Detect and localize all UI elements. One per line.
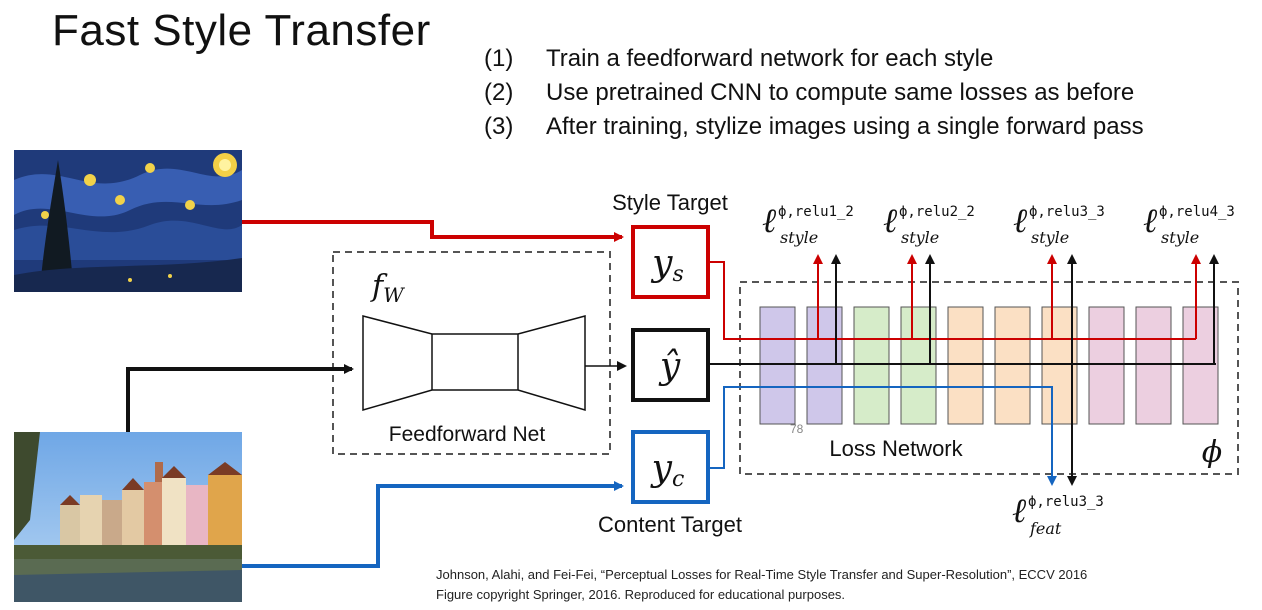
- yhat-symbol: ŷ: [658, 346, 681, 387]
- svg-text:feat: feat: [1029, 519, 1062, 538]
- svg-text:ℓ: ℓ: [1143, 201, 1157, 241]
- ys-box: [631, 225, 710, 299]
- bullet-item: (2) Use pretrained CNN to compute same l…: [484, 76, 1144, 110]
- loss-network-box: [739, 281, 1239, 475]
- style-loss-label: ℓ ϕ,relu3_3 style: [1013, 201, 1105, 247]
- bullet-text: Use pretrained CNN to compute same losse…: [546, 79, 1135, 106]
- yc-symbol: yc: [650, 448, 685, 492]
- style-loss-label: ℓ ϕ,relu1_2 style: [762, 201, 854, 247]
- svg-text:ϕ,relu1_2: ϕ,relu1_2: [778, 204, 854, 220]
- content-to-net-arrow: [126, 364, 354, 432]
- svg-text:ℓ: ℓ: [762, 201, 776, 241]
- svg-text:style: style: [901, 228, 939, 247]
- style-input-arrow: [242, 220, 624, 242]
- citation: Johnson, Alahi, and Fei-Fei, “Perceptual…: [436, 565, 1087, 605]
- slide-title: Fast Style Transfer: [52, 6, 431, 55]
- bullet-item: (1) Train a feedforward network for each…: [484, 42, 1144, 76]
- page-number-mark: 78: [790, 422, 804, 436]
- loss-network-layers: [759, 306, 1219, 425]
- svg-text:ℓ: ℓ: [1012, 491, 1026, 531]
- fw-symbol: fW: [370, 269, 405, 307]
- citation-line: Johnson, Alahi, and Fei-Fei, “Perceptual…: [436, 567, 1088, 582]
- bullet-number: (2): [484, 79, 514, 106]
- content-target-arrow: [242, 481, 624, 568]
- style-loss-arrows: [813, 254, 1219, 364]
- style-loss-label: ℓ ϕ,relu4_3 style: [1143, 201, 1235, 247]
- encoder-decoder-shape: [362, 315, 586, 412]
- svg-text:style: style: [780, 228, 818, 247]
- phi-symbol: ϕ: [1202, 435, 1222, 470]
- svg-text:ϕ,relu3_3: ϕ,relu3_3: [1029, 204, 1105, 220]
- yhat-box: [631, 328, 710, 402]
- bullet-number: (3): [484, 113, 514, 140]
- svg-text:style: style: [1161, 228, 1199, 247]
- svg-text:ℓ: ℓ: [1013, 201, 1027, 241]
- feedforward-net-box: [332, 251, 611, 455]
- svg-text:ϕ,relu2_2: ϕ,relu2_2: [899, 204, 975, 220]
- content-target-label: Content Target: [598, 512, 742, 537]
- yc-feature-line: [708, 386, 1053, 470]
- style-image: [14, 150, 242, 292]
- bullet-text: Train a feedforward network for each sty…: [546, 45, 994, 72]
- loss-network-label: Loss Network: [829, 436, 963, 461]
- bullet-number: (1): [484, 45, 514, 72]
- style-target-label: Style Target: [612, 190, 728, 215]
- feat-loss-label: ℓ ϕ,relu3_3 feat: [1012, 491, 1104, 538]
- content-image: [14, 432, 242, 602]
- style-loss-label: ℓ ϕ,relu2_2 style: [883, 201, 975, 247]
- ys-symbol: ys: [650, 243, 684, 287]
- bullet-text: After training, stylize images using a s…: [546, 113, 1144, 140]
- feedforward-net-label: Feedforward Net: [389, 423, 546, 446]
- svg-text:style: style: [1031, 228, 1069, 247]
- bullet-item: (3) After training, stylize images using…: [484, 110, 1144, 144]
- svg-text:ϕ,relu3_3: ϕ,relu3_3: [1028, 494, 1104, 510]
- svg-text:ϕ,relu4_3: ϕ,relu4_3: [1159, 204, 1235, 220]
- ys-feature-line: [708, 261, 1196, 340]
- bullet-list: (1) Train a feedforward network for each…: [484, 42, 1144, 144]
- svg-text:ℓ: ℓ: [883, 201, 897, 241]
- citation-line: Figure copyright Springer, 2016. Reprodu…: [436, 587, 846, 602]
